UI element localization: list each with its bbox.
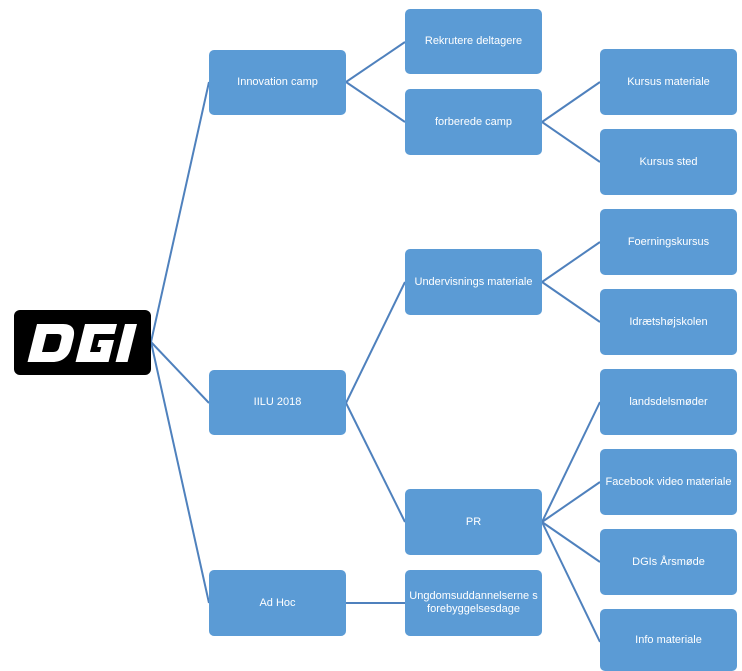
- node-label: IILU 2018: [253, 396, 302, 408]
- node-label: Foerningskursus: [627, 235, 710, 248]
- node-label: Ad Hoc: [259, 596, 296, 609]
- node-label: Undervisnings materiale: [414, 275, 533, 288]
- connector-forberede-kursusmat: [541, 81, 601, 123]
- connector-innovation-forberede: [345, 81, 406, 123]
- node-forberede-camp: forberede camp: [405, 89, 542, 155]
- node-info-materiale: Info materiale: [600, 609, 737, 671]
- connector-pr-dgis: [541, 521, 601, 563]
- connector-undervisning-foerning: [541, 241, 601, 283]
- connector-iilu-pr: [345, 402, 406, 523]
- node-innovation-camp: Innovation camp: [209, 50, 346, 115]
- connector-undervisning-idraet: [541, 281, 601, 323]
- node-label: DGIs Årsmøde: [632, 555, 705, 568]
- node-label: Idrætshøjskolen: [629, 315, 708, 328]
- node-kursus-sted: Kursus sted: [600, 129, 737, 195]
- node-label: Facebook video materiale: [605, 475, 732, 488]
- connector-innovation-rekrutere: [345, 41, 406, 83]
- node-ad-hoc: Ad Hoc: [209, 570, 346, 636]
- connector-logo-adhoc: [150, 341, 210, 604]
- dgi-logo: [14, 310, 151, 375]
- connector-forberede-kursussted: [541, 121, 601, 163]
- node-label: Ungdomsuddannelserne s forebyggelsesdage: [409, 590, 538, 615]
- connector-pr-landsdel: [541, 401, 601, 523]
- connector-logo-innovation: [150, 81, 210, 343]
- node-label: Info materiale: [635, 633, 702, 646]
- node-label: Innovation camp: [237, 76, 318, 88]
- node-foerningskursus: Foerningskursus: [600, 209, 737, 275]
- node-label: Kursus materiale: [627, 75, 710, 88]
- node-ungdomsuddannelserne: Ungdomsuddannelserne s forebyggelsesdage: [405, 570, 542, 636]
- node-pr: PR: [405, 489, 542, 555]
- node-label: Rekrutere deltagere: [424, 35, 523, 47]
- node-kursus-materiale: Kursus materiale: [600, 49, 737, 115]
- node-label: PR: [465, 515, 482, 528]
- dgi-logo-mark: [27, 323, 138, 362]
- node-landsdelsmoder: landsdelsmøder: [600, 369, 737, 435]
- node-idraetshojskolen: Idrætshøjskolen: [600, 289, 737, 355]
- node-dgis-arsmode: DGIs Årsmøde: [600, 529, 737, 595]
- node-label: forberede camp: [434, 115, 513, 128]
- node-facebook-video-materiale: Facebook video materiale: [600, 449, 737, 515]
- connector-logo-iilu: [150, 341, 210, 404]
- node-label: landsdelsmøder: [629, 395, 708, 408]
- node-label: Kursus sted: [639, 155, 698, 168]
- connector-pr-info: [541, 521, 601, 643]
- node-iilu-2018: IILU 2018: [209, 370, 346, 435]
- connector-iilu-undervisning: [345, 281, 406, 404]
- connector-pr-facebook: [541, 481, 601, 523]
- node-rekrutere-deltagere: Rekrutere deltagere: [405, 9, 542, 74]
- node-undervisnings-materiale: Undervisnings materiale: [405, 249, 542, 315]
